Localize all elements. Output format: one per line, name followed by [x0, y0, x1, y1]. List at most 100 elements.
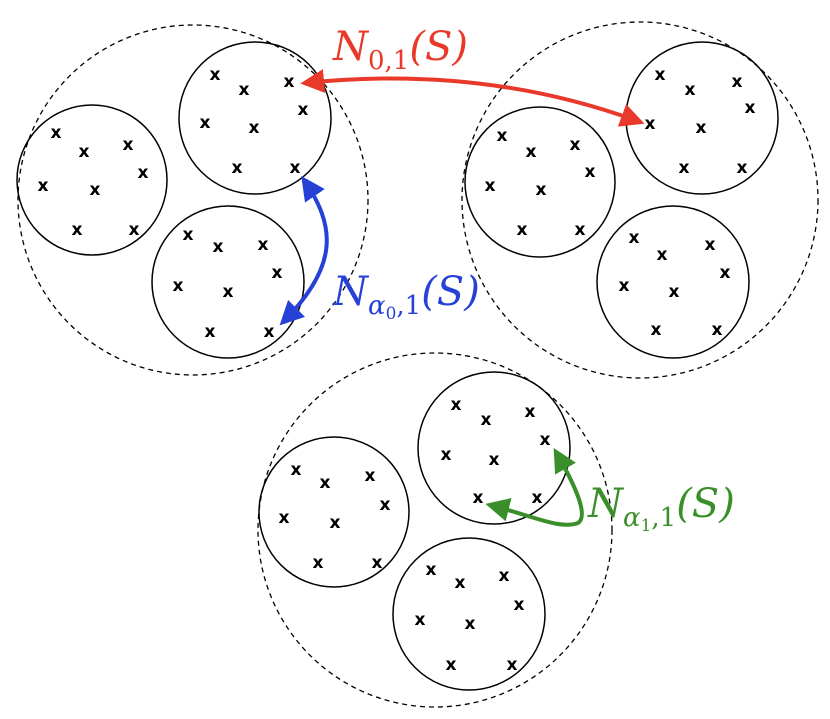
point-marker: x	[232, 158, 243, 178]
super-cluster-bottom	[257, 352, 613, 708]
point-marker: x	[290, 158, 301, 178]
point-marker: x	[264, 322, 275, 342]
label-red-arg: (S)	[409, 24, 468, 70]
point-marker: x	[532, 488, 543, 508]
point-marker: x	[473, 488, 484, 508]
point-marker: x	[455, 573, 466, 593]
point-marker: x	[90, 180, 101, 200]
point-marker: x	[745, 98, 756, 118]
point-marker: x	[291, 460, 302, 480]
point-marker: x	[446, 655, 457, 675]
label-green-arg: (S)	[676, 481, 735, 527]
data-points: x x x x x x x x x x x x x x x x x x x x x x x x x x x x x x x x x x x x x x x x…	[38, 65, 756, 675]
point-marker: x	[629, 228, 640, 248]
point-marker: x	[481, 410, 492, 430]
point-marker: x	[129, 220, 140, 240]
point-marker: x	[525, 402, 536, 422]
point-marker: x	[205, 322, 216, 342]
point-marker: x	[173, 276, 184, 296]
label-green-alpha-index: 1	[641, 516, 652, 536]
point-marker: x	[213, 237, 224, 257]
point-marker: x	[619, 276, 630, 296]
point-marker: x	[696, 118, 707, 138]
point-marker: x	[200, 113, 211, 133]
label-green: Nα1,1(S)	[587, 481, 735, 536]
label-green-N: N	[587, 481, 625, 527]
blue-arrow	[279, 176, 329, 326]
point-marker: x	[38, 176, 49, 196]
label-blue-N: N	[332, 269, 370, 315]
point-marker: x	[685, 80, 696, 100]
point-marker: x	[655, 65, 666, 85]
point-marker: x	[514, 595, 525, 615]
label-blue: Nα0,1(S)	[332, 269, 480, 324]
label-green-sub-rest: ,1	[651, 503, 676, 533]
point-marker: x	[183, 225, 194, 245]
point-marker: x	[575, 220, 586, 240]
point-marker: x	[298, 100, 309, 120]
point-marker: x	[72, 220, 83, 240]
point-marker: x	[465, 614, 476, 634]
point-marker: x	[507, 655, 518, 675]
point-marker: x	[284, 72, 295, 92]
point-marker: x	[645, 114, 656, 134]
super-cluster-left	[17, 24, 369, 376]
point-marker: x	[441, 445, 452, 465]
label-blue-arg: (S)	[421, 269, 480, 315]
point-marker: x	[330, 513, 341, 533]
cluster-right-bottom	[596, 205, 750, 359]
point-marker: x	[320, 473, 331, 493]
point-marker: x	[79, 142, 90, 162]
point-marker: x	[223, 282, 234, 302]
point-marker: x	[123, 135, 134, 155]
point-marker: x	[279, 508, 290, 528]
point-marker: x	[651, 320, 662, 340]
point-marker: x	[540, 430, 551, 450]
cluster-bottom-bottom	[392, 537, 546, 691]
label-blue-alpha-index: 0	[386, 304, 397, 324]
point-marker: x	[51, 123, 62, 143]
point-marker: x	[737, 158, 748, 178]
point-marker: x	[712, 320, 723, 340]
point-marker: x	[669, 282, 680, 302]
cluster-bottom-left	[258, 436, 410, 588]
cluster-left-left	[16, 104, 168, 256]
point-marker: x	[451, 395, 462, 415]
label-red-sub: 0,1	[368, 46, 409, 76]
point-marker: x	[536, 180, 547, 200]
green-arrow	[485, 447, 584, 527]
point-marker: x	[239, 80, 250, 100]
point-marker: x	[313, 553, 324, 573]
point-marker: x	[258, 235, 269, 255]
label-blue-sub-rest: ,1	[396, 291, 421, 321]
point-marker: x	[415, 610, 426, 630]
point-marker: x	[585, 162, 596, 182]
point-marker: x	[372, 553, 383, 573]
point-marker: x	[380, 495, 391, 515]
point-marker: x	[499, 566, 510, 586]
point-marker: x	[679, 158, 690, 178]
red-arrow	[300, 69, 645, 127]
point-marker: x	[570, 135, 581, 155]
point-marker: x	[138, 163, 149, 183]
point-marker: x	[485, 176, 496, 196]
label-red-N: N	[332, 24, 370, 70]
point-marker: x	[365, 466, 376, 486]
point-marker: x	[526, 142, 537, 162]
point-marker: x	[657, 245, 668, 265]
label-green-alpha: α	[623, 503, 641, 533]
point-marker: x	[489, 450, 500, 470]
point-marker: x	[517, 220, 528, 240]
point-marker: x	[705, 235, 716, 255]
super-cluster-right	[461, 21, 819, 379]
point-marker: x	[272, 263, 283, 283]
point-marker: x	[720, 263, 731, 283]
point-marker: x	[497, 126, 508, 146]
point-marker: x	[732, 72, 743, 92]
point-marker: x	[249, 118, 260, 138]
label-blue-alpha: α	[368, 291, 386, 321]
point-marker: x	[426, 560, 437, 580]
label-red: N0,1(S)	[332, 24, 468, 76]
